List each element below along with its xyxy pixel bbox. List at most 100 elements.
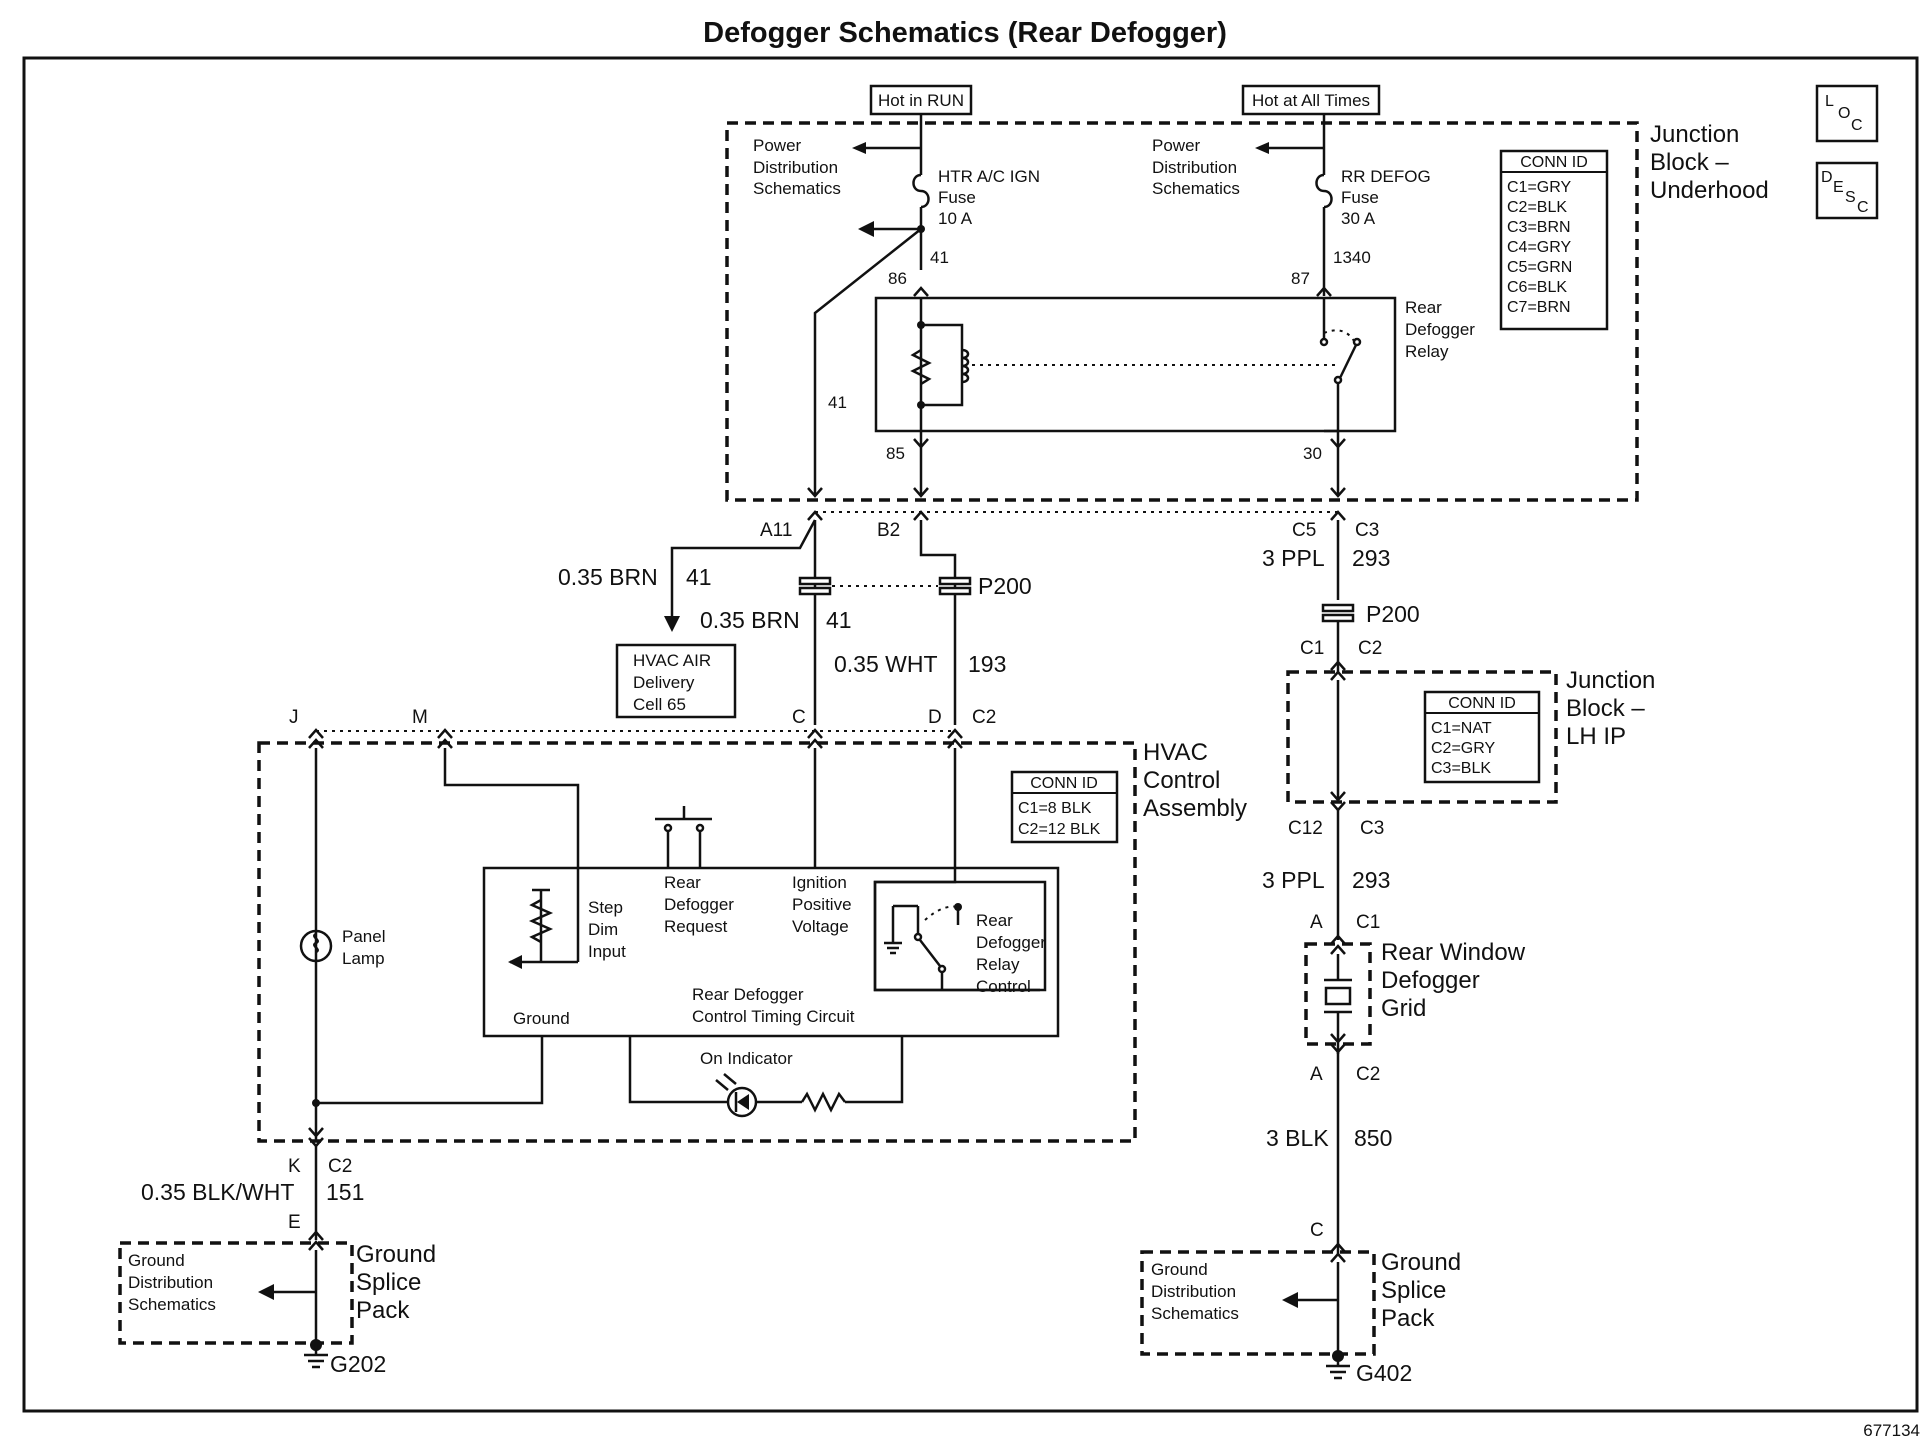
connector-c1-a: C1 — [1300, 638, 1324, 659]
svg-text:O: O — [1838, 105, 1850, 122]
svg-text:D: D — [1821, 169, 1833, 186]
svg-text:CONN ID: CONN ID — [1448, 695, 1516, 712]
svg-text:C3=BLK: C3=BLK — [1431, 760, 1491, 777]
svg-text:Control Timing Circuit: Control Timing Circuit — [692, 1007, 855, 1026]
ignition-positive-label: Ignition Positive Voltage — [792, 873, 852, 936]
wire-gauge-blk: 3 BLK — [1266, 1125, 1329, 1151]
svg-text:30 A: 30 A — [1341, 209, 1376, 228]
svg-text:Defogger: Defogger — [1405, 320, 1475, 339]
svg-text:HTR A/C IGN: HTR A/C IGN — [938, 167, 1040, 186]
circuit-41-top: 41 — [930, 248, 949, 267]
connector-a-2: A — [1310, 1064, 1323, 1085]
svg-text:C: C — [1857, 199, 1869, 216]
pin-j: J — [289, 707, 299, 728]
relay-coil-icon — [961, 348, 970, 384]
svg-text:Schematics: Schematics — [1151, 1304, 1239, 1323]
junction-block-lh-ip-label-2: Block – — [1566, 695, 1645, 722]
pin-k: K — [288, 1156, 301, 1177]
relay-control-label: Rear Defogger Relay Control — [976, 911, 1046, 996]
junction-block-lh-ip-label-3: LH IP — [1566, 723, 1626, 750]
svg-text:Rear: Rear — [664, 873, 701, 892]
rear-defogger-relay-label: Rear Defogger Relay — [1405, 298, 1475, 361]
wire-gauge-ppl-a: 3 PPL — [1262, 545, 1325, 571]
conn-id-lh-ip: CONN ID C1=NAT C2=GRY C3=BLK — [1423, 690, 1541, 784]
relay-coil-resistor — [910, 348, 932, 386]
power-distribution-left: Power Distribution Schematics — [753, 136, 841, 198]
connector-a11: A11 — [760, 520, 792, 541]
htr-fuse-label: HTR A/C IGN Fuse 10 A — [938, 167, 1040, 228]
svg-text:Distribution: Distribution — [1151, 1282, 1236, 1301]
hvac-control-label-2: Control — [1143, 767, 1220, 794]
hvac-air-delivery-box[interactable]: HVAC AIR Delivery Cell 65 — [615, 643, 737, 719]
svg-text:Splice: Splice — [356, 1269, 421, 1296]
wire-circuit-293-b: 293 — [1352, 867, 1390, 893]
svg-text:Control: Control — [976, 977, 1031, 996]
svg-text:Schematics: Schematics — [128, 1295, 216, 1314]
svg-text:Schematics: Schematics — [1152, 179, 1240, 198]
ground-splice-right-label: Ground Splice Pack — [1381, 1249, 1461, 1332]
connector-c3-b: C3 — [1360, 818, 1384, 839]
connector-c-ground: C — [1310, 1220, 1324, 1241]
svg-text:Cell 65: Cell 65 — [633, 695, 686, 714]
svg-text:C: C — [1851, 117, 1863, 134]
wire-circuit-850: 850 — [1354, 1125, 1392, 1151]
pin-87: 87 — [1291, 269, 1310, 288]
p200-label-left: P200 — [978, 573, 1032, 599]
svg-text:Ground: Ground — [1151, 1260, 1208, 1279]
ground-splice-pack-right — [1140, 1250, 1376, 1356]
svg-text:C3=BRN: C3=BRN — [1507, 219, 1571, 236]
p200-label-right: P200 — [1366, 601, 1420, 627]
htr-fuse — [912, 173, 930, 209]
svg-text:CONN ID: CONN ID — [1030, 775, 1098, 792]
rear-defogger-request-label: Rear Defogger Request — [664, 873, 734, 936]
ground-splice-pack-left — [118, 1241, 354, 1345]
step-dim-label: Step Dim Input — [588, 898, 626, 961]
rear-window-label-2: Defogger — [1381, 967, 1480, 994]
pin-d: D — [928, 707, 942, 728]
relay-control-switch-icon — [884, 903, 962, 990]
svg-text:C5=GRN: C5=GRN — [1507, 259, 1572, 276]
svg-text:Hot in RUN: Hot in RUN — [878, 91, 964, 110]
wire-circuit-193: 193 — [968, 651, 1006, 677]
svg-text:Input: Input — [588, 942, 626, 961]
ground-distribution-right: Ground Distribution Schematics — [1151, 1260, 1239, 1323]
wire-gauge-ppl-b: 3 PPL — [1262, 867, 1325, 893]
svg-text:C7=BRN: C7=BRN — [1507, 299, 1571, 316]
wire-circuit-293-a: 293 — [1352, 545, 1390, 571]
svg-text:Voltage: Voltage — [792, 917, 849, 936]
svg-text:Dim: Dim — [588, 920, 618, 939]
hvac-control-assembly — [257, 741, 1137, 1143]
svg-text:C1=8 BLK: C1=8 BLK — [1018, 800, 1092, 817]
connector-b2: B2 — [877, 520, 900, 541]
hvac-control-module — [482, 866, 1060, 1038]
timing-circuit-label: Rear Defogger Control Timing Circuit — [692, 985, 855, 1026]
svg-text:CONN ID: CONN ID — [1520, 154, 1588, 171]
hvac-control-label-1: HVAC — [1143, 739, 1208, 766]
outer-frame — [22, 56, 1919, 1413]
pin-30: 30 — [1303, 444, 1322, 463]
pin-m: M — [412, 707, 428, 728]
svg-text:Ground: Ground — [1381, 1249, 1461, 1276]
junction-block-underhood-label-3: Underhood — [1650, 177, 1769, 204]
hvac-control-label-3: Assembly — [1143, 795, 1247, 822]
ground-symbol-g202 — [304, 1345, 328, 1369]
loc-icon[interactable]: LOC — [1815, 84, 1879, 143]
svg-text:C4=GRY: C4=GRY — [1507, 239, 1572, 256]
svg-text:Distribution: Distribution — [128, 1273, 213, 1292]
svg-text:C1=NAT: C1=NAT — [1431, 720, 1492, 737]
svg-text:C2=BLK: C2=BLK — [1507, 199, 1567, 216]
svg-text:HVAC AIR: HVAC AIR — [633, 651, 711, 670]
power-distribution-right: Power Distribution Schematics — [1152, 136, 1240, 198]
panel-lamp-label-2: Lamp — [342, 949, 385, 968]
relay-switch-contact — [1338, 344, 1358, 379]
svg-text:Schematics: Schematics — [753, 179, 841, 198]
svg-text:Defogger: Defogger — [664, 895, 734, 914]
svg-text:Defogger: Defogger — [976, 933, 1046, 952]
wire-circuit-41-a: 41 — [686, 564, 712, 590]
svg-text:Delivery: Delivery — [633, 673, 695, 692]
defogger-grid-element-icon — [1324, 978, 1352, 1014]
pin-e: E — [288, 1212, 301, 1233]
rear-defogger-request-switch[interactable] — [655, 806, 712, 868]
pin-85: 85 — [886, 444, 905, 463]
